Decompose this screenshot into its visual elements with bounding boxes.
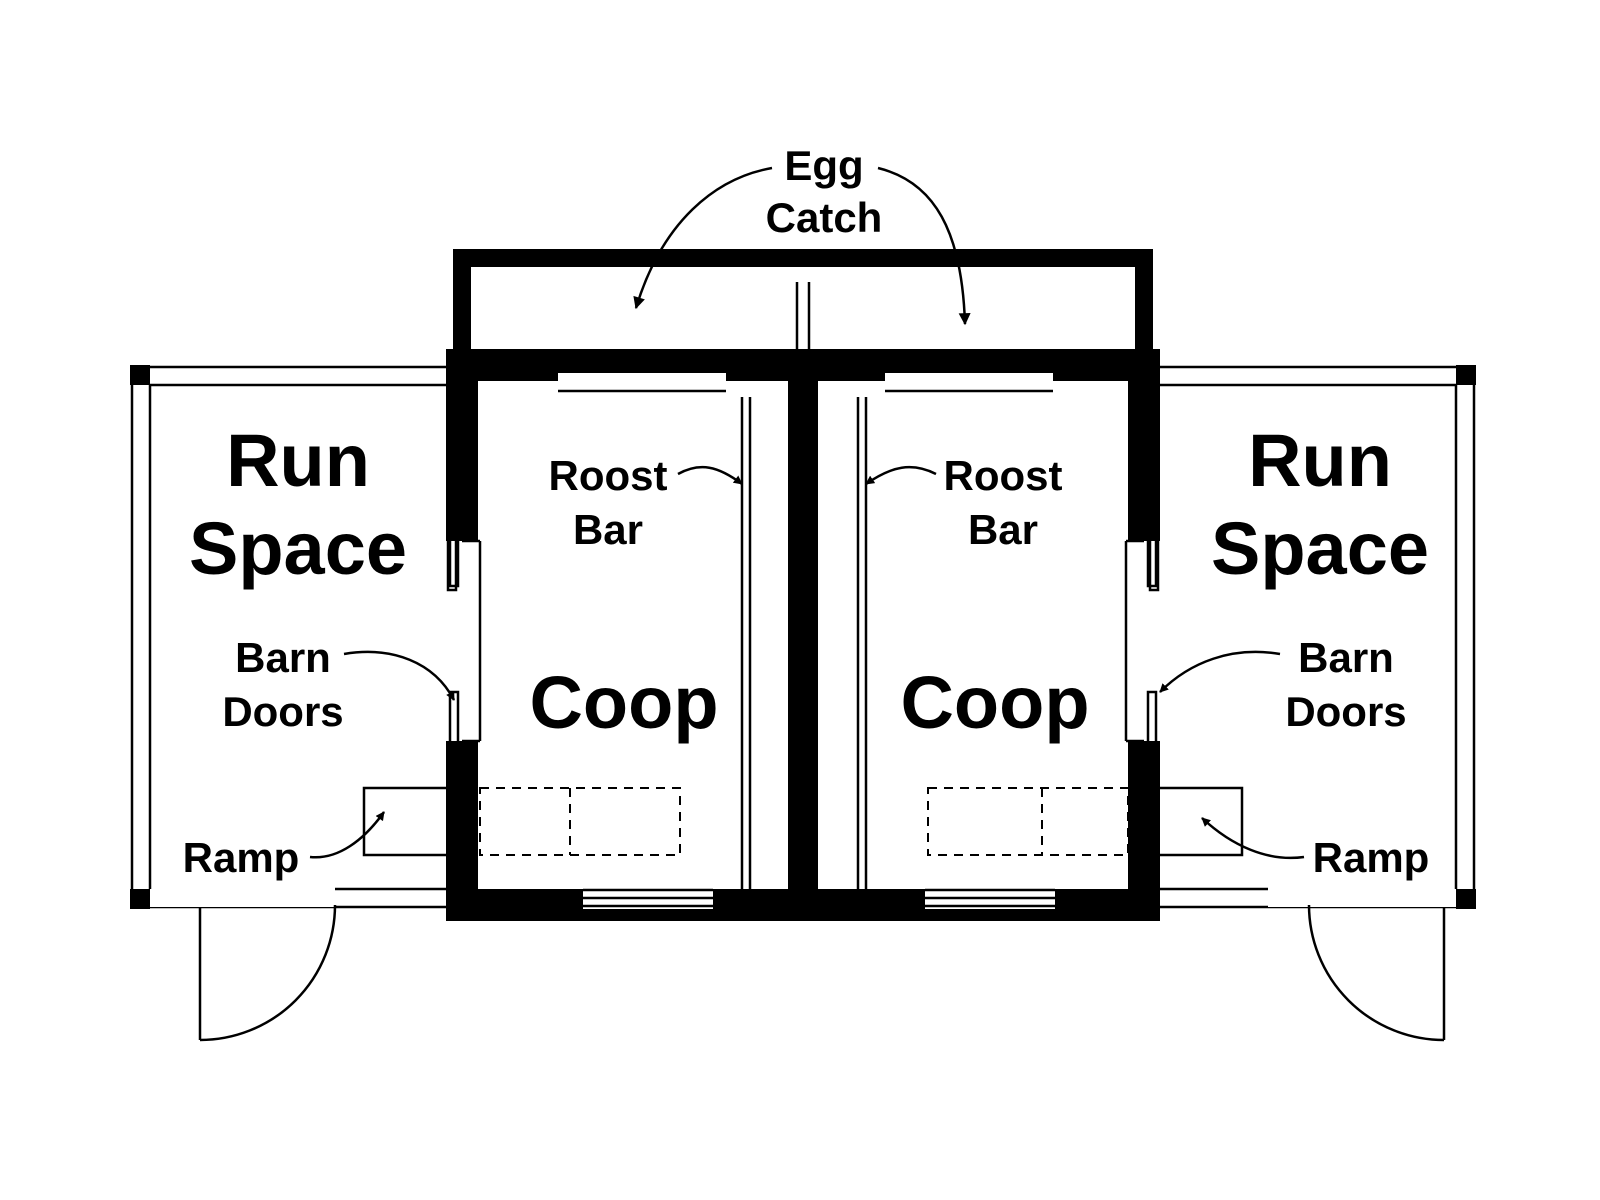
barn-doors-right[interactable] [1146, 426, 1160, 790]
run-space-left-label-line1: Run [226, 419, 370, 502]
ramp-arrow-left [309, 811, 386, 859]
roost-bar-left-label-line1: Roost [549, 452, 668, 499]
nesting-boxes-right [927, 787, 1129, 856]
roost-bar-right-label-line1: Roost [944, 452, 1063, 499]
run-space-left-label-line2: Space [189, 507, 407, 590]
ramp-right-label: Ramp [1313, 834, 1430, 881]
run-space-right-label-line1: Run [1248, 419, 1392, 502]
barn-doors-right-label-line1: Barn [1298, 634, 1394, 681]
barn-doors-right-label-line2: Doors [1285, 688, 1406, 735]
ramp-left[interactable] [362, 786, 450, 857]
corner-post [1456, 889, 1476, 909]
roost-bar-arrow-left [677, 466, 743, 486]
egg-catch-label-line2: Catch [766, 194, 883, 241]
ramp-arrow-right [1201, 817, 1305, 860]
coop-walls [444, 349, 1162, 921]
roost-bar-right [856, 397, 868, 889]
egg-catch-arrow-left [633, 166, 773, 310]
egg-catch-arrow-right [877, 166, 971, 326]
egg-catch-box [453, 249, 1153, 374]
roost-bar-right-label-line2: Bar [968, 506, 1038, 553]
corner-post [130, 889, 150, 909]
corner-post [130, 365, 150, 385]
barn-doors-left-label-line2: Doors [222, 688, 343, 735]
roost-bar-arrow-right [865, 466, 937, 486]
roost-bar-left-label-line2: Bar [573, 506, 643, 553]
coop-left-label: Coop [529, 661, 718, 744]
egg-catch-label-line1: Egg [784, 142, 863, 189]
run-gate-right[interactable] [1268, 891, 1456, 1042]
ramp-right[interactable] [1156, 786, 1244, 857]
coop-right-label: Coop [900, 661, 1089, 744]
nesting-boxes-left [479, 787, 681, 856]
roost-bar-left [740, 397, 752, 889]
ramp-left-label: Ramp [183, 834, 300, 881]
barn-doors-arrow-left [343, 650, 456, 701]
barn-doors-left-label-line1: Barn [235, 634, 331, 681]
corner-post [1456, 365, 1476, 385]
barn-doors-arrow-right [1159, 650, 1281, 693]
run-gate-left[interactable] [150, 891, 337, 1042]
run-space-right-label-line2: Space [1211, 507, 1429, 590]
